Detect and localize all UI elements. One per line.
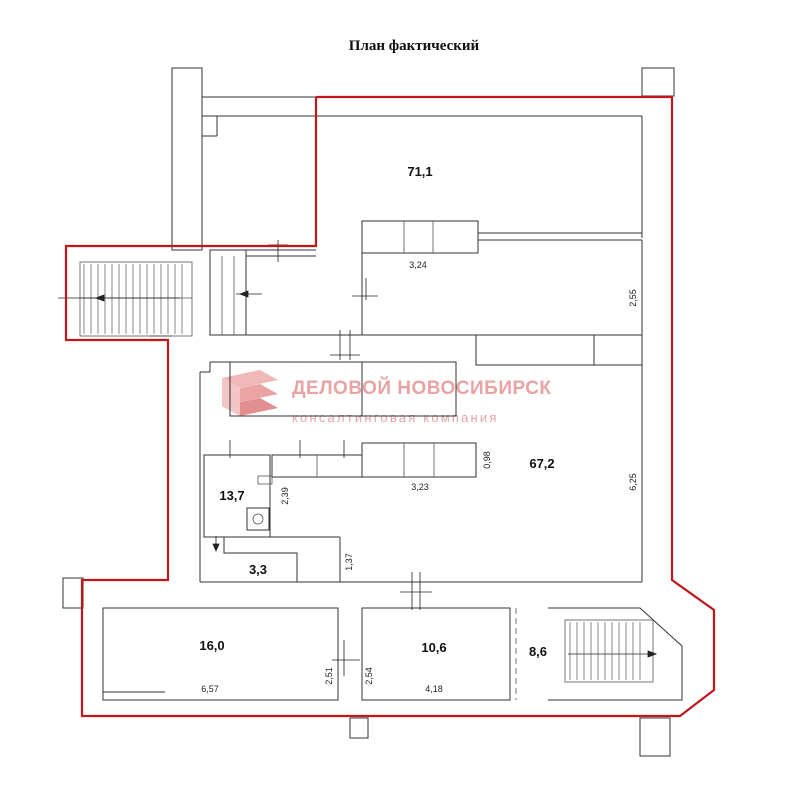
staircase-left	[79, 261, 193, 337]
plan-title: План фактический	[349, 38, 480, 54]
dimension-label: 2,54	[364, 667, 374, 685]
dimension-label: 4,18	[425, 684, 443, 694]
arrows	[58, 290, 658, 658]
room-area-16: 16,0	[199, 638, 224, 653]
room-area-8: 8,6	[529, 644, 547, 659]
dimension-label: 6,25	[628, 473, 638, 491]
room-area-13: 13,7	[219, 488, 244, 503]
staircase-right	[569, 622, 641, 680]
arrow-down-icon	[212, 543, 220, 553]
watermark-title: ДЕЛОВОЙ НОВОСИБИРСК	[292, 377, 552, 399]
arrow-right-icon	[647, 650, 658, 658]
watermark-logo-icon	[222, 370, 278, 416]
area-boundary	[64, 95, 716, 718]
dimension-label: 3,23	[411, 482, 429, 492]
room-area-10: 10,6	[421, 640, 446, 655]
dimension-label: 3,24	[409, 260, 427, 270]
watermark: ДЕЛОВОЙ НОВОСИБИРСК консалтинговая компа…	[222, 370, 552, 425]
walls	[62, 67, 683, 757]
arrow-left-icon	[238, 290, 249, 298]
dimension-label: 1,37	[344, 553, 354, 571]
section-marks	[229, 240, 432, 676]
room-area-71: 71,1	[407, 164, 432, 179]
dimension-label: 2,39	[280, 487, 290, 505]
room-area-3: 3,3	[249, 562, 267, 577]
dimension-label: 0,98	[482, 451, 492, 469]
arrow-left-icon	[94, 294, 105, 302]
dimension-label: 6,57	[201, 684, 219, 694]
room-area-67: 67,2	[529, 456, 554, 471]
watermark-subtitle: консалтинговая компания	[292, 410, 499, 425]
dimension-label: 2,51	[324, 667, 334, 685]
dimension-label: 2,55	[628, 289, 638, 307]
